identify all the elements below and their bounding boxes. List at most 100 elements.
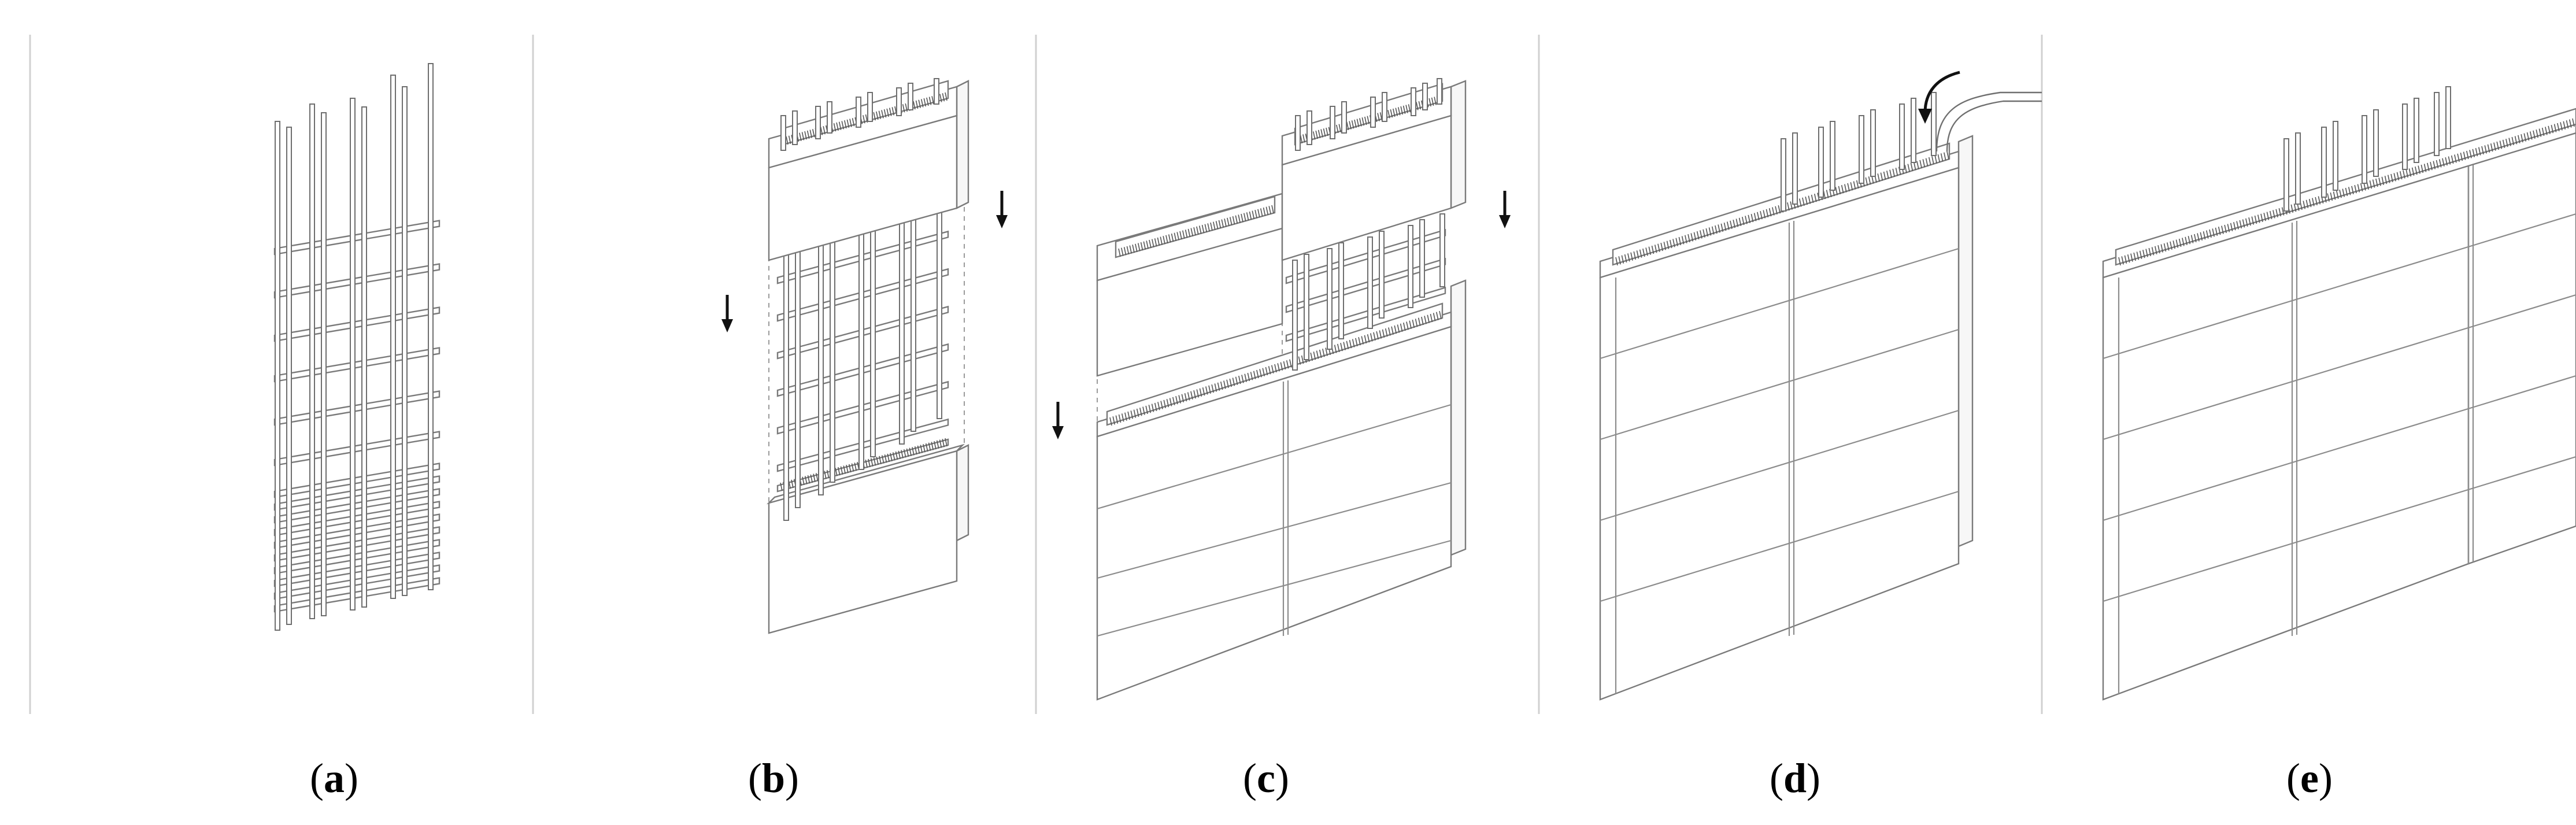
rebar [1419, 219, 1425, 298]
hatch-line [939, 94, 942, 102]
hatch-line [2526, 132, 2530, 141]
hatch-line [1359, 118, 1362, 127]
hatch-line [870, 458, 874, 467]
hatch-line [1433, 313, 1436, 321]
panel-separators [29, 35, 2043, 714]
hatch-line [1678, 236, 1682, 246]
rebar [1439, 213, 1445, 287]
hatch-line [1312, 131, 1316, 140]
hatch-line [2390, 173, 2393, 183]
hatch-line [806, 130, 810, 139]
hatch-line [1130, 410, 1134, 419]
hatch-line [902, 104, 905, 113]
panel-d-label: (d) [1770, 755, 1820, 801]
hatch-line [1358, 336, 1361, 346]
hatch-line [843, 465, 846, 474]
hatch-line [1171, 233, 1174, 242]
hatch-line [2469, 150, 2472, 158]
hatch-line [807, 475, 810, 484]
panel-a-label: (a) [310, 755, 358, 801]
hatch-line [914, 446, 917, 455]
hatch-line [918, 99, 921, 108]
panel-e-label: (e) [2286, 755, 2333, 801]
hatch-line [1143, 241, 1146, 250]
hatch-line [1382, 329, 1385, 338]
rebar [286, 127, 292, 625]
hatch-line [835, 468, 838, 476]
hatch-line [2357, 184, 2360, 193]
hatch-line [1428, 98, 1431, 107]
hatch-line [1243, 213, 1246, 221]
hatch-line [1325, 347, 1328, 356]
hatch-line [1663, 242, 1667, 250]
hatch-line [917, 445, 920, 454]
rebar [1341, 101, 1347, 134]
hatch-line [813, 473, 816, 482]
hatch-line [2127, 254, 2130, 263]
hatch-line [883, 109, 887, 118]
hatch-line [2303, 201, 2306, 209]
hatch-line [2354, 185, 2357, 194]
hatch-line [1685, 235, 1687, 243]
hatch-line [799, 132, 802, 141]
hatch-line [2336, 190, 2339, 199]
hatch-line [2493, 142, 2496, 151]
hatch-line [2124, 255, 2127, 264]
hatch-line [2266, 212, 2270, 220]
hatch-line [848, 464, 852, 473]
c-upper-left-hatch [1118, 205, 1274, 257]
hatch-line [1805, 197, 1808, 205]
hatch-line [2151, 247, 2155, 256]
hatch-line [1202, 387, 1205, 396]
hatch-line [2209, 229, 2212, 238]
hatch-line [1847, 183, 1850, 192]
hatch-line [1814, 194, 1817, 202]
hatch-line [1424, 316, 1427, 324]
hatch-line [890, 453, 893, 461]
hatch-line [1132, 245, 1135, 253]
hatch-line [1390, 109, 1393, 118]
hatch-line [2239, 220, 2242, 229]
hatch-line [1397, 107, 1401, 116]
hatch-line [1169, 398, 1172, 406]
hatch-line [2529, 131, 2533, 140]
hatch-line [1193, 227, 1196, 236]
rebar [780, 115, 786, 151]
hatch-line [1787, 202, 1790, 211]
hatch-line [1630, 252, 1633, 261]
hatch-line [1385, 328, 1388, 337]
hatch-line [879, 456, 882, 464]
hatch-line [780, 482, 783, 491]
hatch-line [2281, 207, 2285, 216]
hatch-line [868, 458, 871, 468]
hatch-line [876, 111, 879, 120]
hatch-line [1260, 208, 1263, 217]
hatch-line [1946, 151, 1949, 160]
hatch-line [1877, 173, 1880, 182]
hatch-line [1624, 254, 1627, 263]
hatch-line [1323, 128, 1326, 137]
hatch-line [1748, 214, 1750, 223]
stirrup [1285, 286, 1446, 342]
hatch-line [1763, 210, 1766, 219]
hatch-line [844, 120, 847, 129]
hatch-line [2251, 216, 2255, 225]
hatch-line [2415, 167, 2418, 175]
hatch-line [898, 450, 901, 459]
hatch-line [2278, 208, 2282, 217]
hatch-line [1720, 223, 1724, 232]
hatch-line [903, 449, 906, 458]
hatch-line [1711, 226, 1715, 235]
hatch-line [1886, 171, 1889, 179]
hatch-line [2418, 165, 2420, 174]
hatch-line [2442, 158, 2445, 167]
hatch-line [1666, 241, 1670, 249]
hatch-line [1418, 101, 1422, 110]
hatch-line [2487, 144, 2490, 153]
hatch-line [1301, 355, 1304, 364]
hatch-line [1224, 219, 1227, 227]
hatch-line [1182, 230, 1185, 239]
hatch-line [926, 97, 929, 106]
hatch-line [1745, 216, 1748, 224]
hatch-line [1262, 368, 1265, 376]
